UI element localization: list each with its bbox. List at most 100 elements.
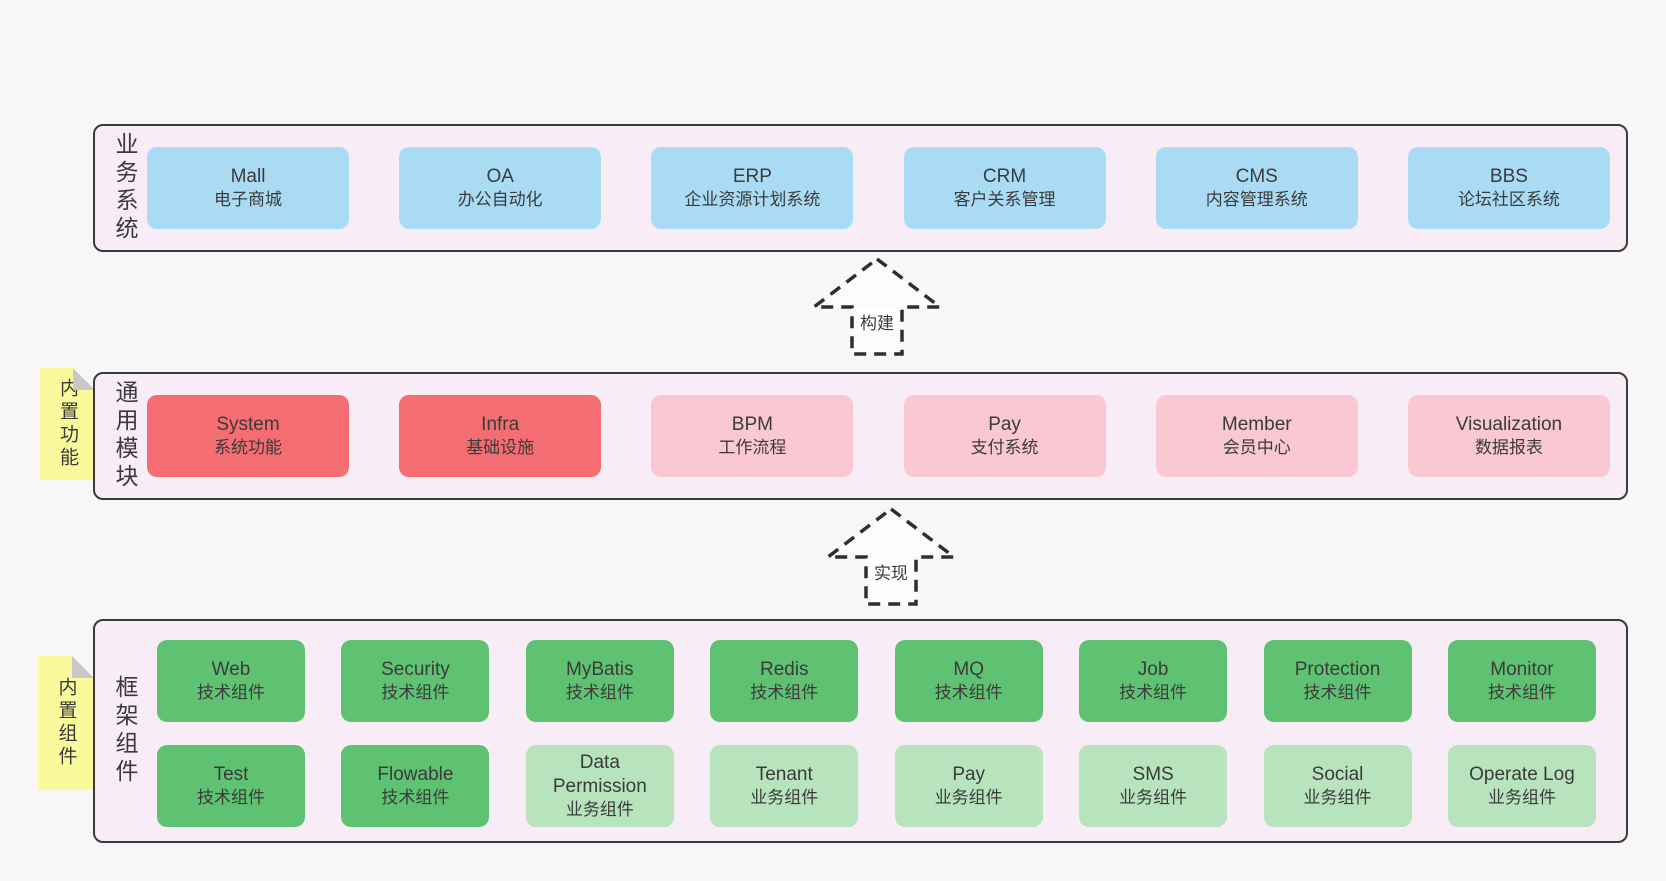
box-title: Social [1311,763,1364,785]
arrow-implement-label: 实现 [871,559,911,584]
box-subtitle: 支付系统 [970,438,1039,458]
box-title: CMS [1235,165,1278,187]
framework-components-panel: 框架组件 Web 技术组件 Security 技术组件 MyBatis 技术组件… [93,619,1628,843]
box-subtitle: 技术组件 [197,683,265,703]
common-modules-boxes: System 系统功能 Infra 基础设施 BPM 工作流程 Pay 支付系统… [147,395,1610,477]
box-title: OA [486,165,514,187]
box-test: Test 技术组件 [157,745,305,827]
box-subtitle: 技术组件 [381,788,450,808]
box-subtitle: 企业资源计划系统 [684,190,821,210]
box-subtitle: 业务组件 [750,788,819,808]
box-pay: Pay 支付系统 [903,395,1106,477]
box-flowable: Flowable 技术组件 [341,745,490,827]
box-title: SMS [1132,763,1174,785]
box-title: Pay [952,763,986,785]
box-oa: OA 办公自动化 [399,147,602,229]
box-subtitle: 业务组件 [565,800,634,820]
box-title: Tenant [755,763,813,785]
box-subtitle: 客户关系管理 [953,190,1056,210]
folded-corner-icon [73,368,95,390]
box-protection: Protection 技术组件 [1263,640,1412,722]
box-bbs: BBS 论坛社区系统 [1407,147,1610,229]
box-title: Test [213,763,249,785]
box-title: ERP [732,165,772,187]
box-subtitle: 基础设施 [466,438,535,458]
box-system: System 系统功能 [147,395,349,477]
business-systems-panel: 业务系统 Mall 电子商城 OA 办公自动化 ERP 企业资源计划系统 CRM… [93,124,1628,252]
box-subtitle: 业务组件 [934,788,1003,808]
box-title: System [216,413,280,435]
box-monitor: Monitor 技术组件 [1447,640,1596,722]
box-subtitle: 技术组件 [1303,683,1372,703]
box-data-permission: Data Permission 业务组件 [525,745,674,827]
framework-row-1: Web 技术组件 Security 技术组件 MyBatis 技术组件 Redi… [157,640,1596,722]
up-block-arrow-icon [826,507,956,606]
box-subtitle: 技术组件 [565,683,634,703]
box-title: Operate Log [1469,763,1575,785]
box-title: Mall [230,165,266,187]
box-infra: Infra 基础设施 [399,395,602,477]
box-title: Infra [481,413,520,435]
box-subtitle: 技术组件 [197,788,265,808]
box-tenant: Tenant 业务组件 [710,745,859,827]
folded-corner-icon [72,656,94,678]
up-block-arrow-icon [812,257,942,356]
box-subtitle: 技术组件 [1119,683,1188,703]
box-social: Social 业务组件 [1263,745,1412,827]
box-title: Member [1221,413,1292,435]
common-modules-label: 通用模块 [112,380,138,492]
box-title: Security [381,658,450,680]
box-pay-business: Pay 业务组件 [894,745,1043,827]
box-subtitle: 数据报表 [1474,438,1543,458]
box-title: Flowable [377,763,454,785]
business-systems-boxes: Mall 电子商城 OA 办公自动化 ERP 企业资源计划系统 CRM 客户关系… [147,147,1610,229]
box-subtitle: 电子商城 [214,190,282,210]
box-subtitle: 技术组件 [934,683,1003,703]
box-subtitle: 论坛社区系统 [1457,190,1560,210]
box-mq: MQ 技术组件 [894,640,1043,722]
box-cms: CMS 内容管理系统 [1155,147,1358,229]
box-mall: Mall 电子商城 [147,147,349,229]
box-title: Redis [759,658,809,680]
sticky-builtin-features: 内置功能 [40,368,95,480]
box-title: MyBatis [566,658,634,680]
box-subtitle: 工作流程 [718,438,787,458]
sticky-builtin-components-label: 内置组件 [55,677,77,769]
box-title: Web [211,658,251,680]
box-title: BPM [731,413,773,435]
box-subtitle: 业务组件 [1487,788,1556,808]
common-modules-panel: 通用模块 System 系统功能 Infra 基础设施 BPM 工作流程 Pay… [93,372,1628,500]
box-subtitle: 内容管理系统 [1205,190,1308,210]
sticky-builtin-components: 内置组件 [38,656,94,790]
framework-components-label: 框架组件 [112,675,138,787]
arrow-build-label: 构建 [857,309,897,334]
box-subtitle: 技术组件 [1487,683,1556,703]
box-subtitle: 业务组件 [1303,788,1372,808]
box-title: Data Permission [552,751,647,798]
box-title: Visualization [1455,413,1563,435]
arrow-implement: 实现 [826,507,956,607]
box-title: Monitor [1490,658,1554,680]
box-web: Web 技术组件 [157,640,305,722]
framework-components-boxes: Web 技术组件 Security 技术组件 MyBatis 技术组件 Redi… [157,640,1596,827]
box-sms: SMS 业务组件 [1079,745,1228,827]
box-crm: CRM 客户关系管理 [903,147,1106,229]
box-visualization: Visualization 数据报表 [1407,395,1610,477]
box-bpm: BPM 工作流程 [651,395,854,477]
box-mybatis: MyBatis 技术组件 [525,640,674,722]
framework-row-2: Test 技术组件 Flowable 技术组件 Data Permission … [157,745,1596,827]
box-security: Security 技术组件 [341,640,490,722]
box-subtitle: 技术组件 [750,683,819,703]
box-redis: Redis 技术组件 [710,640,859,722]
box-subtitle: 会员中心 [1222,438,1291,458]
arrow-build: 构建 [812,257,942,357]
box-member: Member 会员中心 [1155,395,1358,477]
sticky-builtin-features-label: 内置功能 [57,378,78,470]
box-title: Protection [1294,658,1381,680]
box-operate-log: Operate Log 业务组件 [1447,745,1596,827]
box-title: CRM [982,165,1027,187]
box-subtitle: 系统功能 [214,438,282,458]
box-subtitle: 办公自动化 [457,190,543,210]
box-title: BBS [1489,165,1528,187]
